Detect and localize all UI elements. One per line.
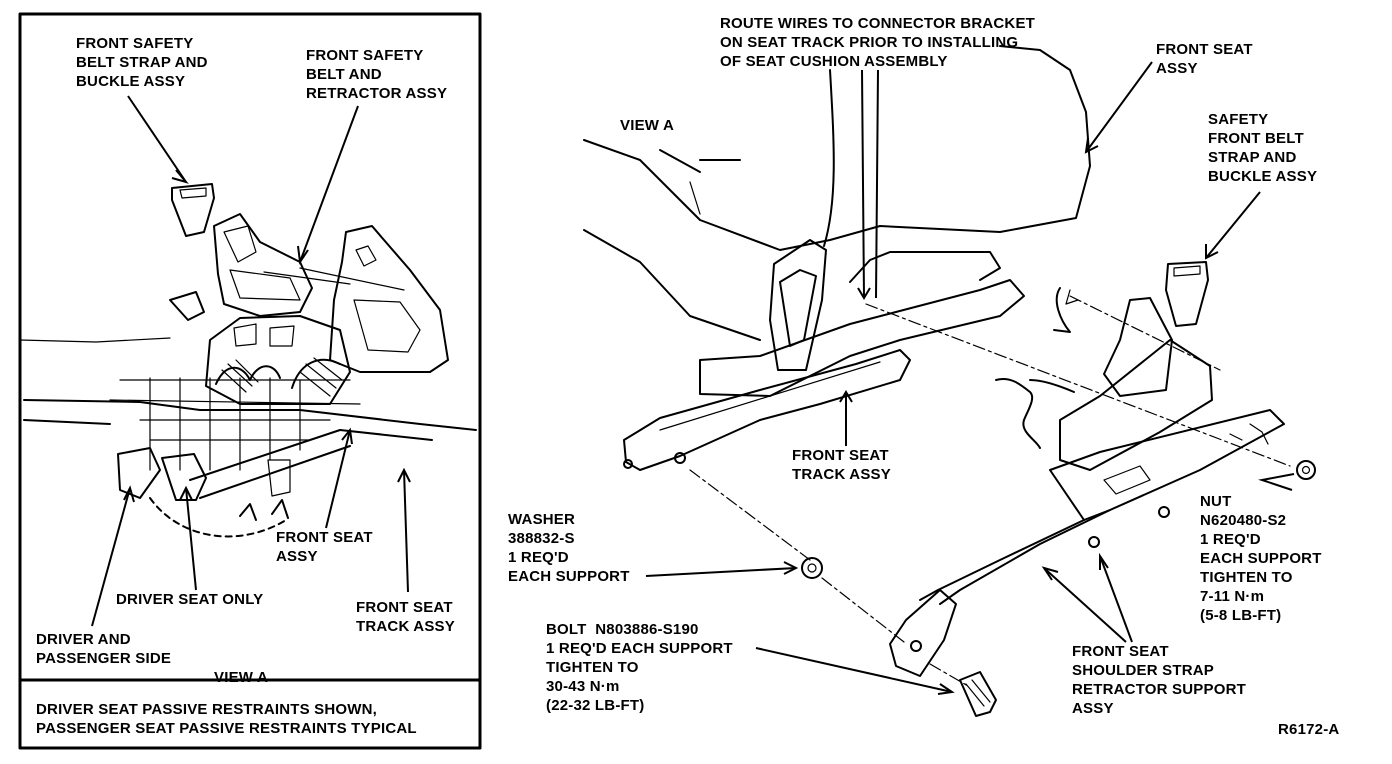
caption-restraints: DRIVER SEAT PASSIVE RESTRAINTS SHOWN, PA…: [36, 701, 417, 737]
label-safety-belt: SAFETY FRONT BELT STRAP AND BUCKLE ASSY: [1208, 111, 1318, 185]
belt-buckle-drawing: [171, 183, 313, 317]
figure-id: R6172-A: [1278, 721, 1340, 738]
alignment-lines: [689, 295, 1291, 687]
label-view-a-left: VIEW A: [214, 669, 268, 686]
hardware-drawing: [801, 460, 1316, 717]
seat-cushion-drawing: [583, 45, 1091, 341]
inset-border: [18, 12, 482, 750]
seat-frame-drawing: [19, 291, 477, 538]
label-front-seat-track-right: FRONT SEAT TRACK ASSY: [792, 447, 891, 483]
view-a-inset: [18, 12, 1316, 750]
label-view-a-right: VIEW A: [620, 117, 674, 134]
label-washer: WASHER 388832-S 1 REQ'D EACH SUPPORT: [508, 511, 630, 585]
left-leaders: [91, 95, 411, 627]
label-front-seat-track-left: FRONT SEAT TRACK ASSY: [356, 599, 455, 635]
label-front-seat-left: FRONT SEAT ASSY: [276, 529, 373, 565]
retractor-drawing: [263, 225, 449, 373]
right-leaders: [645, 61, 1295, 695]
label-nut: NUT N620480-S2 1 REQ'D EACH SUPPORT TIGH…: [1200, 493, 1322, 624]
label-front-seat-assy-right: FRONT SEAT ASSY: [1156, 41, 1253, 77]
retractor-support-drawing: [889, 409, 1285, 677]
label-retractor-support: FRONT SEAT SHOULDER STRAP RETRACTOR SUPP…: [1072, 643, 1246, 717]
seat-track-drawing: [623, 239, 1075, 471]
label-belt-buckle: FRONT SAFETY BELT STRAP AND BUCKLE ASSY: [76, 35, 208, 90]
label-driver-seat-only: DRIVER SEAT ONLY: [116, 591, 264, 608]
label-driver-passenger-side: DRIVER AND PASSENGER SIDE: [36, 631, 172, 667]
label-bolt: BOLT N803886-S190 1 REQ'D EACH SUPPORT T…: [546, 621, 733, 714]
label-route-wires: ROUTE WIRES TO CONNECTOR BRACKET ON SEAT…: [720, 15, 1036, 70]
label-belt-retractor: FRONT SAFETY BELT AND RETRACTOR ASSY: [306, 47, 448, 102]
